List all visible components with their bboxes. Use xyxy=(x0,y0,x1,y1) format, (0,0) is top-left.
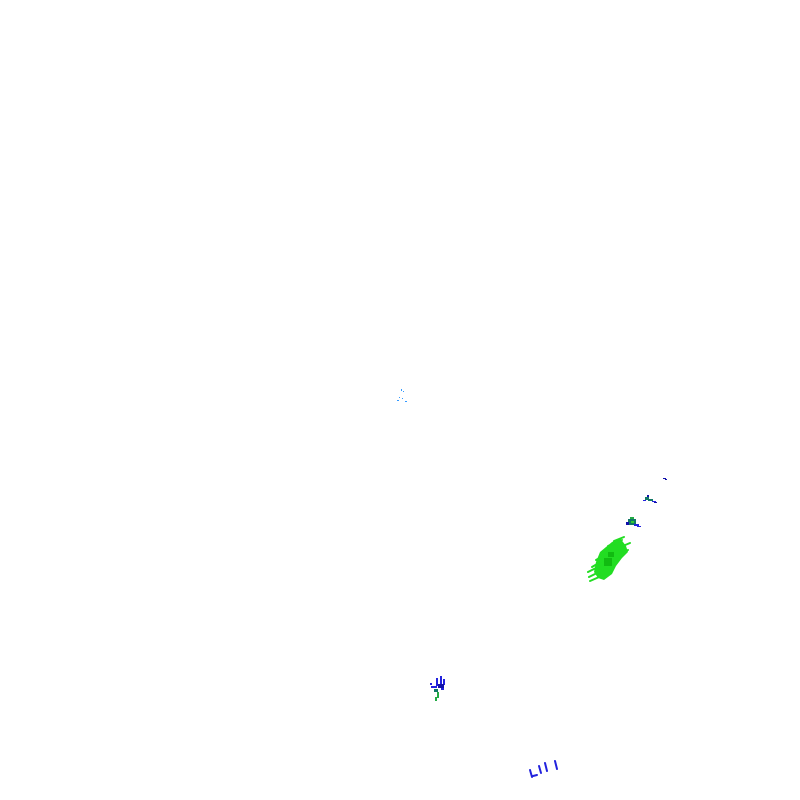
echo-center-faint xyxy=(397,389,407,402)
echo-far-northeast xyxy=(663,478,667,480)
echo-east-mid xyxy=(626,517,641,527)
echo-far-south-streaks xyxy=(529,760,558,778)
echo-northeast-small xyxy=(643,495,657,503)
echo-east-large-streaks xyxy=(587,536,631,582)
echo-south-cluster xyxy=(430,676,445,701)
echo-east-large xyxy=(587,536,631,582)
